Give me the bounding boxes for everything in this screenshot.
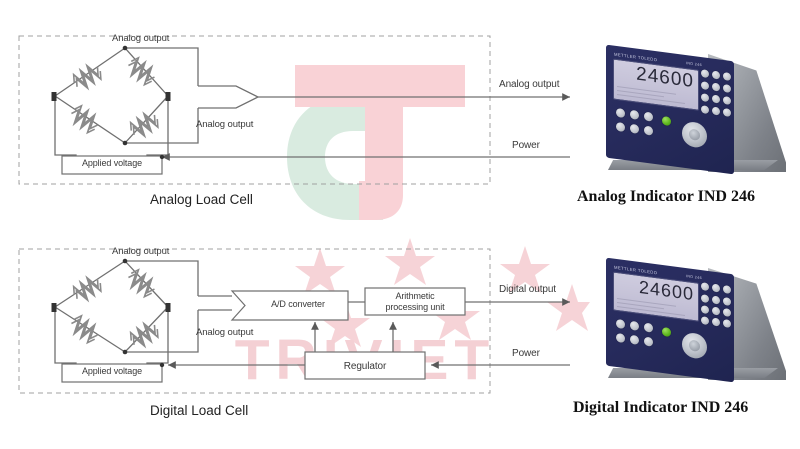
digital-indicator-device: METTLER TOLEDO IND 246 24600 [588,257,788,394]
device-model-digital: IND 246 [686,274,702,281]
lcd-weight-value-digital: 24600 [638,276,694,305]
keypad-key[interactable] [701,305,709,315]
softkey[interactable] [644,322,653,333]
analog-output-bottom-label: Analog output [196,119,254,130]
keypad-key[interactable] [723,318,731,329]
keypad-key[interactable] [701,93,709,103]
device-model-analog: IND 246 [686,61,702,68]
device-softkeys-digital[interactable] [616,318,658,351]
softkey[interactable] [644,125,653,136]
keypad-key[interactable] [723,284,731,295]
apu-label-line2: processing unit [385,302,445,312]
softkey[interactable] [616,318,625,330]
device-keypad-digital[interactable] [701,282,731,342]
device-lcd-digital: 24600 [613,271,699,322]
keypad-key[interactable] [723,95,731,106]
softkey[interactable] [616,121,625,133]
analog-loadcell-caption: Analog Load Cell [150,192,253,207]
keypad-key[interactable] [723,71,731,82]
keypad-key[interactable] [701,69,709,79]
softkey[interactable] [630,320,639,331]
device-softkeys-analog[interactable] [616,107,658,140]
adc-block-shape [230,290,349,321]
keypad-key[interactable] [723,107,731,118]
analog-applied-voltage-box [61,155,163,175]
digital-output-top-label: Analog output [112,246,170,257]
keypad-key[interactable] [701,294,709,304]
softkey[interactable] [616,107,625,119]
softkey[interactable] [630,123,639,134]
device-lcd-analog: 24600 [613,58,699,111]
keypad-key[interactable] [712,317,720,327]
keypad-key[interactable] [701,316,709,326]
keypad-key[interactable] [712,70,720,80]
softkey[interactable] [644,111,653,122]
analog-output-line-label: Analog output [499,79,560,90]
keypad-key[interactable] [723,296,731,307]
softkey[interactable] [630,109,639,120]
device-front-panel-analog: METTLER TOLEDO IND 246 24600 [606,44,734,175]
digital-applied-voltage-label: Applied voltage [81,366,143,376]
device-keypad-analog[interactable] [701,69,731,131]
enter-key-analog[interactable] [662,115,671,127]
analog-applied-voltage-label: Applied voltage [81,158,143,168]
apu-block-label: Arithmetic processing unit [365,291,465,313]
keypad-key[interactable] [712,82,720,92]
enter-key-digital[interactable] [662,326,671,338]
digital-power-line-label: Power [512,348,540,359]
digital-loadcell-caption: Digital Load Cell [150,403,249,418]
softkey[interactable] [644,336,653,347]
device-front-panel-digital: METTLER TOLEDO IND 246 24600 [606,257,734,383]
analog-power-line-label: Power [512,140,540,151]
digital-applied-voltage-box [61,363,163,383]
analog-indicator-device: METTLER TOLEDO IND 246 24600 [588,44,788,188]
softkey[interactable] [616,332,625,344]
keypad-key[interactable] [723,307,731,318]
analog-loadcell-boundary [18,35,491,185]
keypad-key[interactable] [701,81,709,91]
softkey[interactable] [630,334,639,345]
keypad-key[interactable] [701,282,709,292]
regulator-block-shape [304,351,426,380]
digital-output-line-label: Digital output [499,284,556,295]
regulator-block-label: Regulator [343,361,387,372]
keypad-key[interactable] [723,83,731,94]
keypad-key[interactable] [712,295,720,305]
keypad-key[interactable] [712,306,720,316]
digital-loadcell-boundary [18,248,491,394]
keypad-key[interactable] [712,106,720,116]
keypad-key[interactable] [712,94,720,104]
digital-indicator-caption: Digital Indicator IND 246 [573,399,749,416]
analog-output-top-label: Analog output [112,33,170,44]
adc-block-label: A/D converter [271,299,325,309]
keypad-key[interactable] [701,105,709,115]
apu-label-line1: Arithmetic [395,291,435,301]
analog-indicator-caption: Analog Indicator IND 246 [577,188,755,205]
digital-output-bottom-label: Analog output [196,327,254,338]
keypad-key[interactable] [712,283,720,293]
